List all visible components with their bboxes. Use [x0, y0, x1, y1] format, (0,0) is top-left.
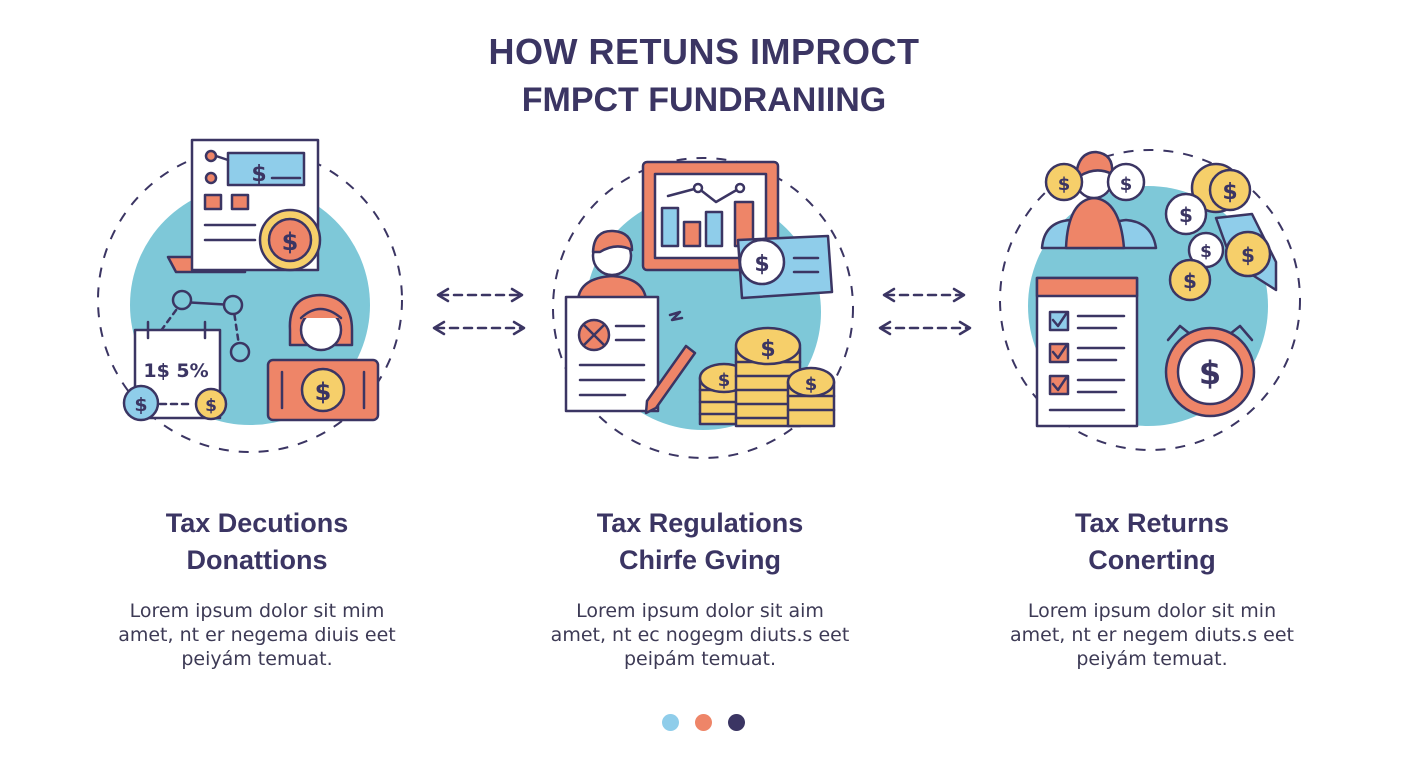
column-deductions: Tax Decutions Donattions Lorem ipsum dol…	[57, 505, 457, 671]
title-line-1: HOW RETUNS IMPROCT	[488, 31, 920, 72]
person-icon	[576, 229, 648, 302]
svg-text:$: $	[1120, 174, 1133, 195]
dashed-ring	[999, 149, 1301, 451]
coin-icon: $	[1044, 162, 1084, 202]
returns-illustration: $ $ $ $ $ $ $	[999, 149, 1301, 451]
regulations-illustration: $	[552, 157, 854, 459]
checklist-icon	[1035, 276, 1139, 428]
coin-stack-icon: $	[786, 366, 836, 428]
dollar-sign-icon: $	[251, 162, 266, 187]
pagination-dot-2[interactable]	[695, 714, 712, 731]
coin-icon: $	[194, 387, 228, 421]
column-description: Lorem ipsum dolor sit mim amet, nt er ne…	[118, 600, 396, 670]
svg-text:$: $	[1241, 243, 1255, 267]
svg-text:$: $	[205, 396, 217, 416]
dashed-ring	[552, 157, 854, 459]
svg-text:$: $	[1200, 242, 1212, 262]
svg-text:$: $	[1179, 203, 1193, 227]
column-description: Lorem ipsum dolor sit aim amet, nt ec no…	[550, 600, 850, 670]
column-regulations: Tax Regulations Chirfe Gving Lorem ipsum…	[500, 505, 900, 671]
svg-text:$: $	[1183, 269, 1197, 293]
pagination-dot-1[interactable]	[662, 714, 679, 731]
svg-text:$: $	[315, 378, 332, 406]
pencil-icon	[644, 310, 697, 415]
double-arrow-icon	[432, 287, 526, 336]
people-group-icon	[1040, 150, 1158, 250]
column-title: Tax Returns Conerting	[1074, 508, 1230, 575]
title-line-2: FMPCT FUNDRANIING	[521, 81, 887, 119]
coin-icon: $	[258, 208, 322, 272]
person-icon	[288, 293, 354, 352]
coin-cluster-icon: $ $ $ $ $	[1164, 162, 1278, 302]
bill-icon: $	[736, 234, 834, 300]
calendar-text: 1$ 5%	[143, 360, 208, 382]
network-icon	[158, 289, 251, 363]
page-title: HOW RETUNS IMPROCT FMPCT FUNDRANIING	[0, 30, 1408, 122]
dashed-ring	[97, 147, 403, 453]
stopwatch-icon: $	[1164, 324, 1256, 418]
column-title: Tax Regulations Chirfe Gving	[596, 508, 804, 575]
svg-text:$: $	[282, 228, 299, 256]
double-arrow-icon	[878, 287, 972, 336]
svg-text:$: $	[754, 252, 769, 277]
coin-icon: $	[1106, 162, 1146, 202]
svg-text:$: $	[760, 337, 775, 362]
svg-text:$: $	[1199, 354, 1221, 392]
svg-text:$: $	[805, 374, 818, 395]
svg-text:$: $	[134, 394, 147, 416]
deductions-illustration: $ $ 1$ 5%	[97, 138, 403, 453]
svg-text:$: $	[1058, 174, 1071, 195]
pagination-dot-3[interactable]	[728, 714, 745, 731]
form-document-icon	[564, 295, 660, 413]
svg-text:$: $	[718, 370, 731, 391]
banknote-icon: $	[266, 358, 380, 422]
pagination-dots	[662, 714, 748, 732]
svg-text:$: $	[1222, 180, 1237, 205]
column-description: Lorem ipsum dolor sit min amet, nt er ne…	[1009, 600, 1294, 670]
column-title: Tax Decutions Donattions	[165, 508, 349, 575]
column-returns: Tax Returns Conerting Lorem ipsum dolor …	[952, 505, 1352, 671]
coin-icon: $	[122, 384, 160, 422]
